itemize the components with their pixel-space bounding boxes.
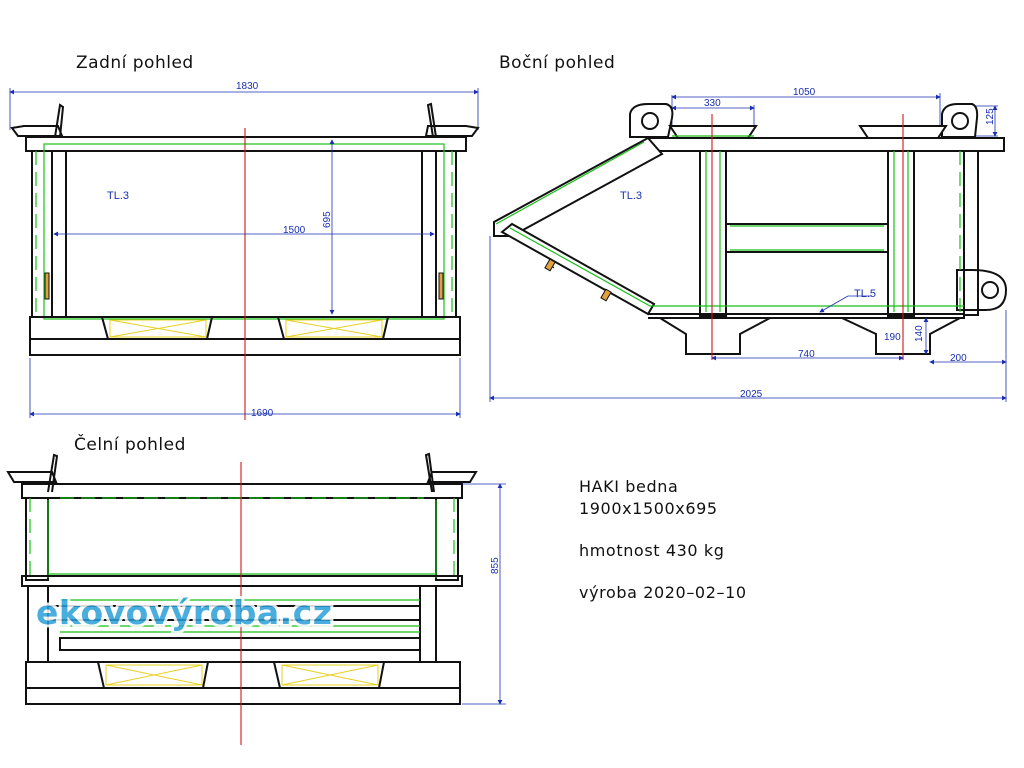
info-block: HAKI bedna 1900x1500x695 hmotnost 430 kg… <box>579 477 747 602</box>
rear-dim-inner-width: 1500 <box>53 225 435 237</box>
rear-dim-1690: 1690 <box>251 408 274 419</box>
side-dim-overhang: 200 <box>929 310 1007 366</box>
front-top-rail <box>21 483 463 499</box>
rear-dim-base-width: 1690 <box>29 358 461 419</box>
side-front-post <box>699 150 727 317</box>
side-end-post <box>963 150 979 316</box>
front-view-title: Čelní pohled <box>74 433 186 455</box>
rear-base-braces <box>109 319 383 338</box>
rear-stacking-corners <box>10 102 480 138</box>
front-stacking-corners <box>6 452 478 493</box>
front-view: Čelní pohled <box>6 433 506 745</box>
side-dim-140: 140 <box>914 325 925 342</box>
rear-view: Zadní pohled 1830 <box>9 53 480 420</box>
side-note-plate-leader: TL.5 <box>819 288 876 313</box>
front-right-post-upper <box>435 497 459 581</box>
front-left-post-upper <box>25 497 49 581</box>
side-dim-bottom-length: 2025 <box>489 236 1007 402</box>
side-view-title: Boční pohled <box>499 53 615 73</box>
side-bottom-rail <box>648 313 965 319</box>
side-dim-740: 740 <box>798 349 815 360</box>
side-dim-190: 190 <box>884 332 901 343</box>
rear-dim-1830: 1830 <box>236 81 259 92</box>
side-dim-200: 200 <box>950 353 967 364</box>
side-sloped-arm <box>493 136 664 316</box>
front-base-braces <box>105 664 379 686</box>
side-dim-lug: 125 <box>972 105 998 137</box>
side-top-rail <box>647 137 1005 152</box>
side-dim-125: 125 <box>985 108 996 125</box>
side-dim-330: 330 <box>704 98 721 109</box>
front-board-lower <box>59 637 421 651</box>
front-dim-855: 855 <box>490 557 501 574</box>
rear-top-rail <box>25 136 467 152</box>
rear-note-thickness: TL.3 <box>107 190 129 202</box>
front-dim-height: 855 <box>462 483 506 705</box>
side-dim-2025: 2025 <box>740 389 763 400</box>
side-note-body-thickness: TL.3 <box>620 190 642 202</box>
info-date: výroba 2020–02–10 <box>579 583 747 602</box>
side-rear-post <box>887 150 915 317</box>
side-hidden-lines <box>495 135 964 312</box>
front-base-frame <box>25 661 461 689</box>
side-dim-1050: 1050 <box>793 87 816 98</box>
front-board-upper <box>47 605 421 621</box>
side-cross-member <box>725 223 889 253</box>
front-floor <box>21 575 463 587</box>
side-lifting-lugs <box>629 103 1008 311</box>
rear-dim-overall-width: 1830 <box>9 81 479 130</box>
watermark: ekovovýroba.cz ekovovýroba.cz <box>33 590 335 635</box>
rear-dim-695: 695 <box>322 211 333 228</box>
rear-dim-height: 695 <box>322 139 335 315</box>
info-size: 1900x1500x695 <box>579 499 718 518</box>
rear-view-title: Zadní pohled <box>76 53 194 73</box>
side-dim-pocket: 330 <box>671 95 755 126</box>
side-dim-foot-spacing: 740 <box>711 349 904 361</box>
side-view: Boční pohled 330 1050 125 <box>489 53 1008 402</box>
watermark-halo: ekovovýroba.cz <box>36 593 332 632</box>
watermark-text: ekovovýroba.cz <box>36 593 332 632</box>
front-right-post-lower <box>419 585 437 663</box>
info-weight: hmotnost 430 kg <box>579 541 724 560</box>
front-base-skid <box>25 687 461 705</box>
rear-dim-1500: 1500 <box>283 225 306 236</box>
side-dim-top-length: 1050 <box>671 87 941 126</box>
side-dim-foot-height: 140 <box>914 317 929 355</box>
side-feet <box>656 317 961 355</box>
side-note-plate-thickness: TL.5 <box>854 288 876 300</box>
info-name: HAKI bedna <box>579 477 678 496</box>
